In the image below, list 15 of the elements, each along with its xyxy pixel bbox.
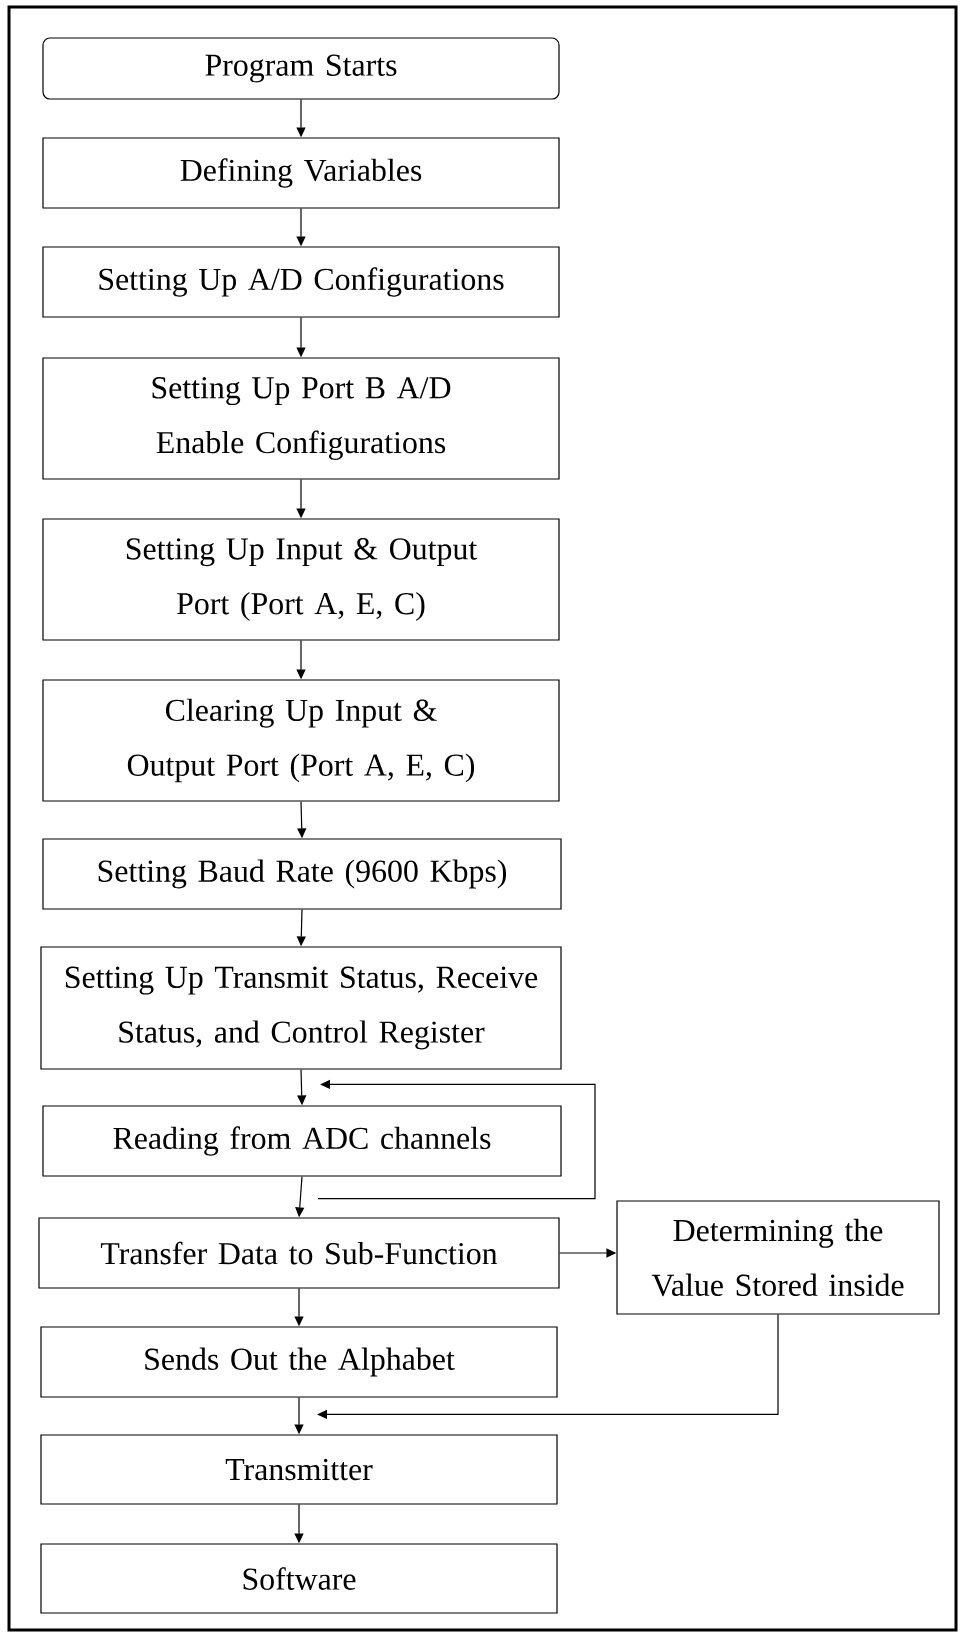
process-box: Transfer Data to Sub-Function xyxy=(38,1217,560,1289)
process-box: Defining Variables xyxy=(42,137,560,209)
arrow xyxy=(317,1314,779,1420)
process-box: Setting Up Transmit Status, Receive Status, and Control Register xyxy=(40,946,562,1070)
process-box: Setting Up Input & Output Port (Port A, E, C) xyxy=(42,518,560,641)
process-box: Software xyxy=(40,1543,558,1614)
start-terminal: Program Starts xyxy=(42,37,560,100)
process-box: Setting Baud Rate (9600 Kbps) xyxy=(42,838,562,910)
process-box: Reading from ADC channels xyxy=(42,1105,562,1177)
process-box: Setting Up A/D Configurations xyxy=(42,246,560,318)
process-box: Setting Up Port B A/D Enable Configurations xyxy=(42,357,560,480)
process-box: Sends Out the Alphabet xyxy=(40,1326,558,1398)
process-box: Clearing Up Input & Output Port (Port A, E, C) xyxy=(42,679,560,802)
process-box: Transmitter xyxy=(40,1434,558,1505)
process-box: Determining the Value Stored inside xyxy=(616,1200,940,1315)
